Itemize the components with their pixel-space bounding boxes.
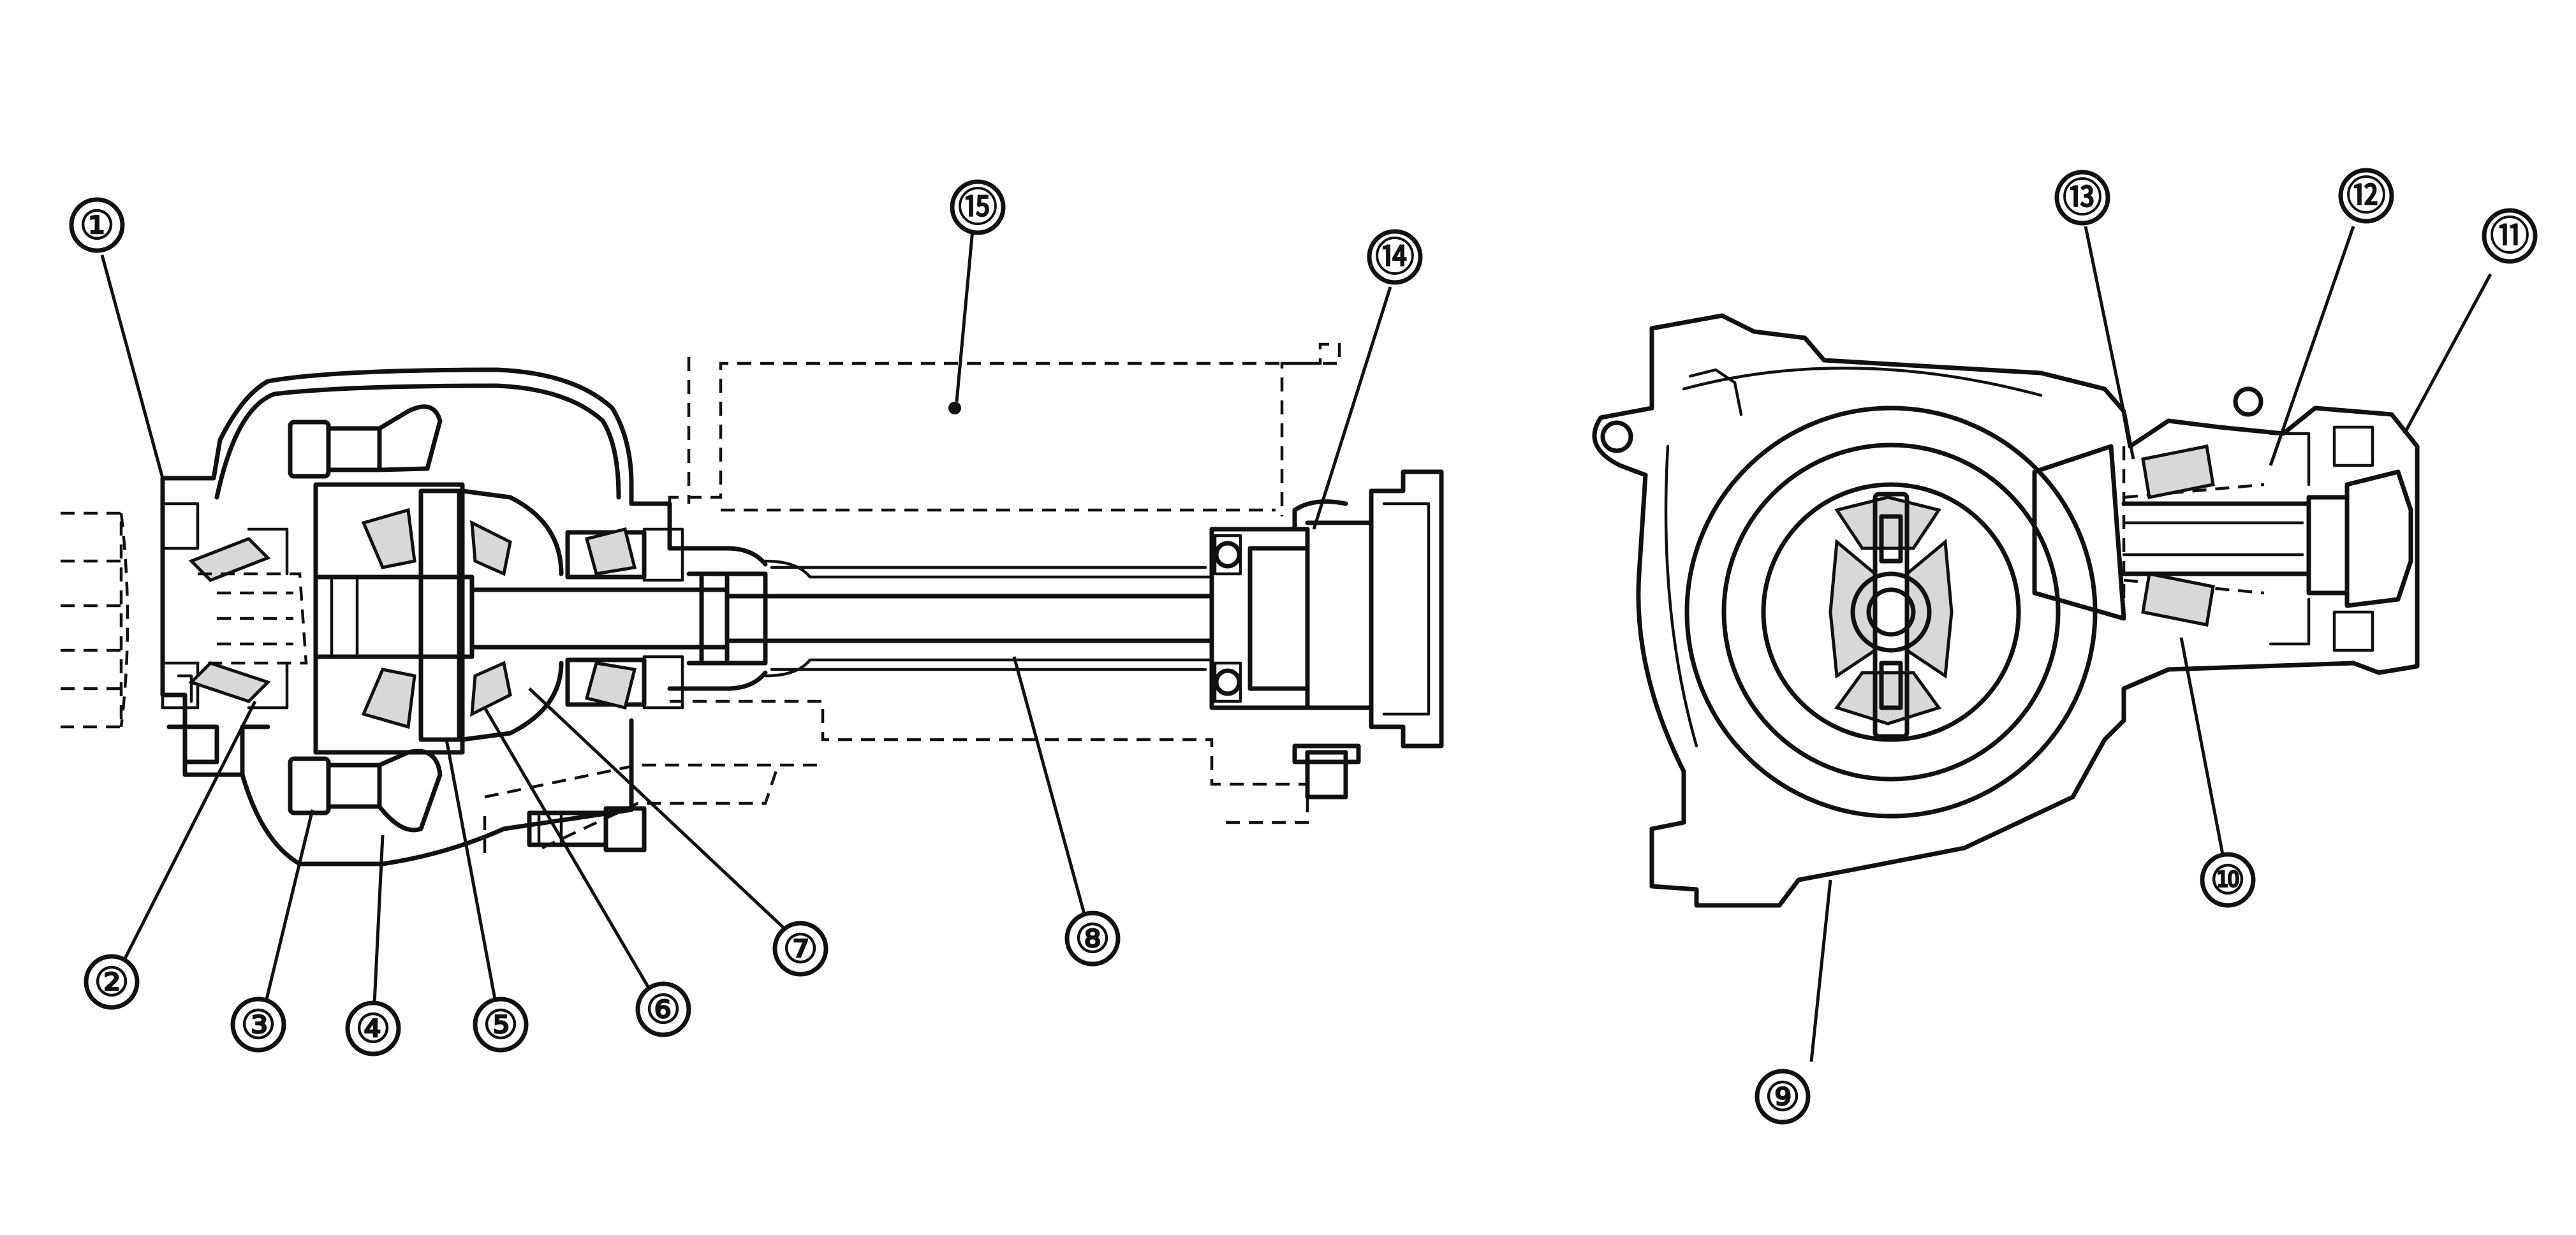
svg-text:⑤: ⑤ bbox=[483, 1002, 519, 1048]
callout-14: ⑭ bbox=[1367, 229, 1423, 285]
callout-3: ③ bbox=[230, 997, 286, 1053]
callout-10: ⑩ bbox=[2200, 852, 2256, 908]
callout-4: ④ bbox=[345, 1000, 401, 1056]
callout-15: ⑮ bbox=[950, 179, 1006, 235]
svg-text:④: ④ bbox=[355, 1005, 391, 1052]
callout-12: ⑫ bbox=[2338, 168, 2394, 224]
svg-text:②: ② bbox=[94, 959, 129, 1005]
svg-text:⑨: ⑨ bbox=[1765, 1074, 1800, 1120]
mounting-eye bbox=[1600, 420, 1633, 453]
callout-6: ⑥ bbox=[635, 981, 691, 1037]
svg-text:⑮: ⑮ bbox=[958, 184, 997, 231]
callout-1: ① bbox=[69, 197, 125, 253]
side-view-pinion-gears bbox=[1829, 492, 1954, 739]
side-housing-outline bbox=[1592, 313, 2420, 908]
callout-11: ⑪ bbox=[2482, 208, 2538, 264]
axle-tube bbox=[483, 342, 1341, 854]
reference-dot bbox=[948, 402, 961, 414]
svg-text:⑩: ⑩ bbox=[2210, 857, 2246, 903]
svg-text:⑦: ⑦ bbox=[783, 926, 818, 972]
drive-pinion bbox=[2032, 425, 2413, 652]
ring-gear-inner bbox=[1721, 442, 2061, 782]
svg-text:⑥: ⑥ bbox=[645, 986, 681, 1033]
svg-text:⑭: ⑭ bbox=[1375, 234, 1415, 281]
left-bearing-assembly bbox=[161, 502, 308, 710]
adjoining-axle-tube-phantom bbox=[61, 511, 129, 729]
svg-text:①: ① bbox=[79, 202, 115, 249]
upper-lug bbox=[1688, 368, 1743, 416]
svg-text:⑪: ⑪ bbox=[2490, 213, 2529, 259]
right-carrier-bearing bbox=[565, 527, 684, 710]
housing-bolts bbox=[288, 404, 443, 833]
callout-8: ⑧ bbox=[1064, 910, 1121, 967]
differential-case bbox=[313, 482, 564, 755]
axle-shaft bbox=[469, 559, 1214, 678]
housing-inner-rim bbox=[1682, 367, 2043, 397]
callout-2: ② bbox=[84, 954, 140, 1010]
housing-inner-left bbox=[1664, 444, 1698, 748]
callout-9: ⑨ bbox=[1755, 1069, 1811, 1125]
callout-7: ⑦ bbox=[772, 921, 828, 977]
differential-housing bbox=[160, 367, 672, 866]
callout-13: ⑬ bbox=[2054, 170, 2110, 226]
svg-text:③: ③ bbox=[240, 1002, 276, 1048]
right-side-view bbox=[1592, 313, 2420, 908]
left-cross-section-view bbox=[61, 342, 1444, 866]
diff-case-circle bbox=[1761, 482, 2021, 742]
filler-eye bbox=[2233, 386, 2263, 417]
callout-5: ⑤ bbox=[473, 997, 529, 1053]
svg-text:⑫: ⑫ bbox=[2346, 173, 2386, 219]
ring-gear-outer bbox=[1684, 406, 2098, 819]
leader-lines bbox=[100, 226, 2492, 1062]
svg-text:⑧: ⑧ bbox=[1075, 916, 1110, 962]
wheel-hub-assembly bbox=[1209, 469, 1444, 800]
svg-text:⑬: ⑬ bbox=[2063, 175, 2102, 221]
